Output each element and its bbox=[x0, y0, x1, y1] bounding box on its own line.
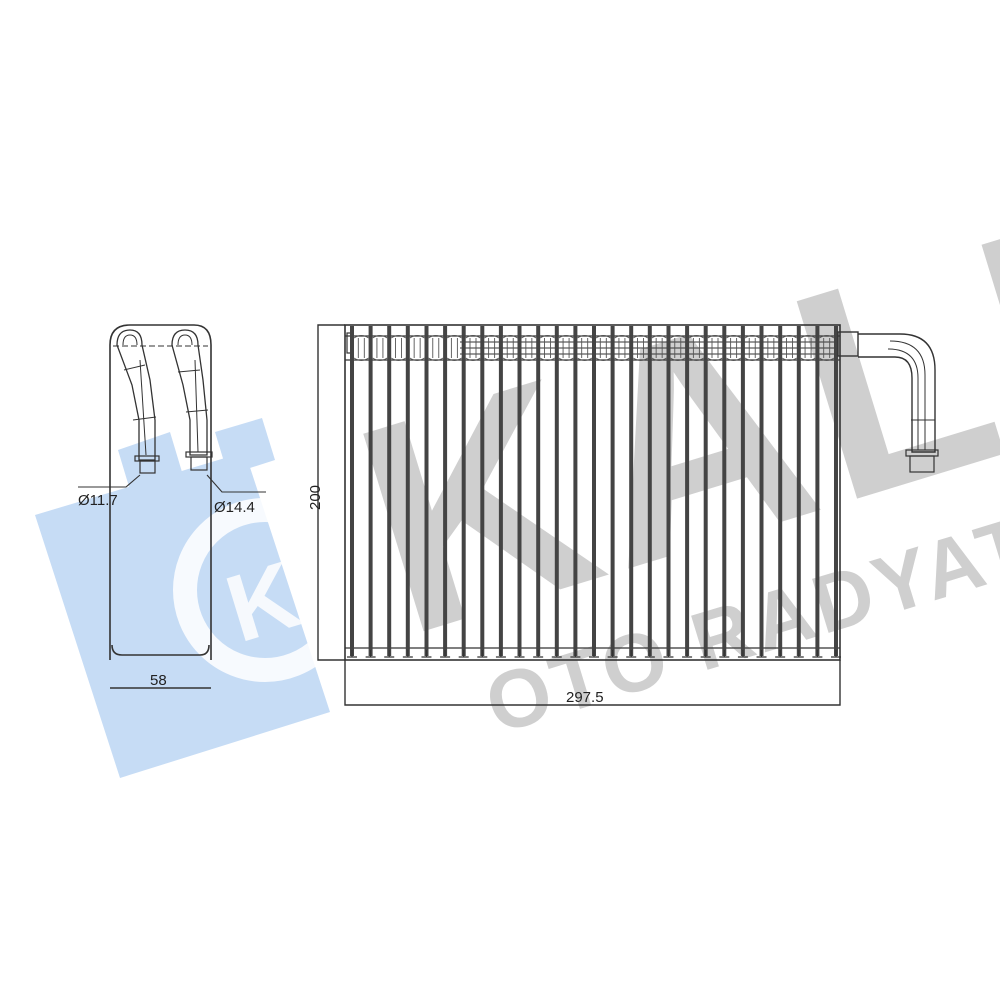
tube-foot bbox=[477, 650, 488, 658]
tank-segment bbox=[707, 335, 723, 361]
tank-segment bbox=[651, 335, 667, 361]
tube-foot bbox=[514, 650, 525, 658]
tube-foot bbox=[663, 650, 674, 658]
core-tubes bbox=[347, 326, 841, 658]
core-tube bbox=[815, 326, 820, 656]
tank-segment bbox=[763, 335, 779, 361]
core-tube bbox=[480, 326, 485, 656]
inlet-diameter-label: Ø11.7 bbox=[78, 492, 118, 509]
core-tube bbox=[368, 326, 373, 656]
tank-segment bbox=[781, 335, 798, 361]
core-tube bbox=[498, 326, 503, 656]
tank-segment bbox=[372, 335, 388, 361]
core-tube bbox=[350, 326, 354, 656]
core-tube bbox=[834, 326, 838, 656]
side-view: Ø11.7 Ø14.4 58 bbox=[78, 324, 266, 689]
tank-segment bbox=[502, 335, 518, 361]
tube-foot bbox=[570, 650, 581, 658]
core-tube bbox=[424, 326, 429, 656]
tank-segment bbox=[577, 335, 593, 361]
tank-segment bbox=[688, 335, 704, 361]
tube-foot bbox=[775, 650, 786, 658]
tube-foot bbox=[384, 650, 395, 658]
tank-segment bbox=[484, 335, 500, 361]
tube-foot bbox=[719, 650, 730, 658]
core-tube bbox=[796, 326, 801, 656]
core-tube bbox=[703, 326, 708, 656]
tank-segment bbox=[614, 335, 630, 361]
core-tube bbox=[610, 326, 615, 656]
tube-foot bbox=[737, 650, 748, 658]
tube-foot bbox=[831, 650, 841, 658]
height-dimension-label: 200 bbox=[307, 485, 324, 510]
tank-segment bbox=[428, 335, 444, 361]
tube-foot bbox=[402, 650, 413, 658]
core-tube bbox=[685, 326, 690, 656]
core-tube bbox=[536, 326, 541, 656]
outlet-diameter-label: Ø14.4 bbox=[214, 499, 255, 516]
tube-foot bbox=[644, 650, 655, 658]
tube-foot bbox=[682, 650, 693, 658]
tube-foot bbox=[421, 650, 432, 658]
core-tube bbox=[778, 326, 783, 656]
tube-foot bbox=[793, 650, 804, 658]
tube-foot bbox=[365, 650, 376, 658]
inlet-pipe bbox=[116, 329, 160, 474]
core-tube bbox=[573, 326, 578, 656]
watermark-logo: KL bbox=[35, 418, 367, 778]
tank-segment bbox=[819, 335, 835, 361]
width-dimension-label: 58 bbox=[150, 672, 167, 689]
tube-foot bbox=[756, 650, 767, 658]
core-tube bbox=[740, 326, 745, 656]
tank-segment bbox=[390, 335, 407, 361]
core-tube bbox=[387, 326, 392, 656]
tank-segment bbox=[539, 335, 556, 361]
front-view: 200 297.5 bbox=[307, 324, 939, 706]
tank-segment bbox=[558, 335, 574, 361]
core-tube bbox=[647, 326, 652, 656]
watermark-brand: KALE OTO RADYATÖR bbox=[325, 126, 1000, 751]
core-tube bbox=[759, 326, 764, 656]
core-tube bbox=[461, 326, 466, 656]
tube-foot bbox=[347, 650, 357, 658]
core-tube bbox=[592, 326, 596, 656]
tank-segment bbox=[446, 335, 462, 361]
tube-foot bbox=[551, 650, 562, 658]
tube-foot bbox=[533, 650, 544, 658]
tank-segment bbox=[409, 335, 425, 361]
core-tube bbox=[666, 326, 671, 656]
tank-segment bbox=[465, 335, 481, 361]
tank-segment bbox=[632, 335, 649, 361]
tank-segment bbox=[353, 335, 369, 361]
core-tube bbox=[517, 326, 522, 656]
tank-segment bbox=[595, 335, 611, 361]
tank-segment bbox=[670, 335, 686, 361]
core-tube bbox=[722, 326, 727, 656]
tube-foot bbox=[458, 650, 469, 658]
tube-foot bbox=[589, 650, 599, 658]
tube-foot bbox=[812, 650, 823, 658]
core-tube bbox=[554, 326, 559, 656]
core-tube bbox=[443, 326, 448, 656]
tube-foot bbox=[607, 650, 618, 658]
tube-foot bbox=[440, 650, 451, 658]
side-outlet-pipe bbox=[837, 331, 939, 473]
core-tube bbox=[405, 326, 410, 656]
tank-segment bbox=[744, 335, 760, 361]
tank-segment bbox=[521, 335, 537, 361]
tube-foot bbox=[626, 650, 637, 658]
tube-foot bbox=[495, 650, 506, 658]
tank-segment bbox=[726, 335, 742, 361]
tank-segment bbox=[800, 335, 816, 361]
tube-foot bbox=[700, 650, 711, 658]
core-tube bbox=[629, 326, 634, 656]
outlet-pipe bbox=[171, 329, 213, 471]
length-dimension-label: 297.5 bbox=[566, 689, 604, 706]
